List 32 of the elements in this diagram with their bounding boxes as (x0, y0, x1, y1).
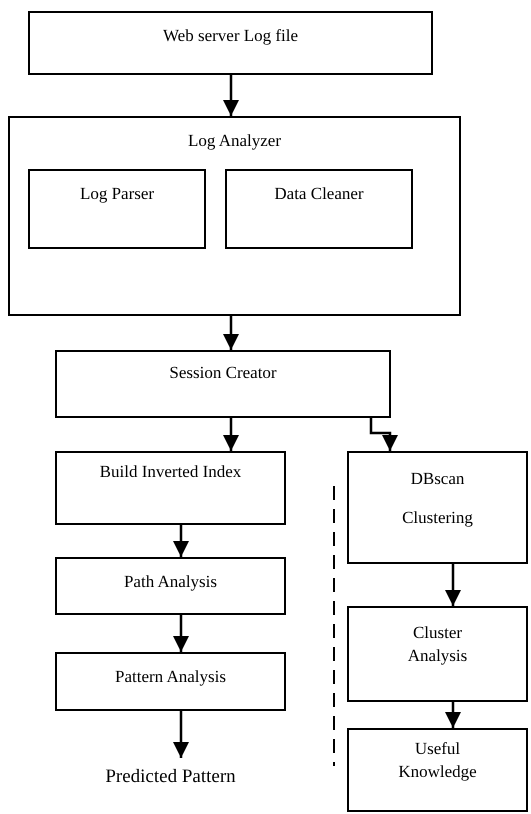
box-label: Useful Knowledge (397, 738, 478, 783)
arrow (445, 702, 461, 728)
box-label: Data Cleaner (273, 183, 365, 205)
process-box (55, 652, 286, 711)
arrow (223, 316, 239, 350)
process-box (55, 557, 286, 615)
arrow (173, 525, 189, 557)
arrow (223, 418, 239, 451)
output-label: Predicted Pattern (75, 758, 266, 798)
process-box (225, 169, 413, 249)
process-box (28, 169, 206, 249)
box-label: Pattern Analysis (114, 666, 227, 688)
process-box (347, 606, 528, 702)
box-label: Path Analysis (122, 571, 218, 593)
box-label: Web server Log file (162, 25, 300, 47)
box-label: Log Parser (78, 183, 156, 205)
arrow (173, 615, 189, 652)
box-label: Log Analyzer (187, 130, 282, 152)
arrow (370, 418, 398, 451)
process-box (347, 728, 528, 812)
process-box (55, 451, 286, 525)
arrow (223, 75, 239, 116)
process-box (55, 350, 391, 418)
box-label: Build Inverted Index (98, 461, 242, 483)
box-label: Cluster Analysis (406, 622, 468, 667)
process-box (347, 451, 528, 564)
box-label: Session Creator (168, 362, 278, 384)
arrow (173, 711, 189, 758)
process-box (28, 11, 433, 75)
arrow (445, 564, 461, 606)
process-box (8, 116, 461, 316)
box-label: DBscan Clustering (401, 468, 474, 530)
